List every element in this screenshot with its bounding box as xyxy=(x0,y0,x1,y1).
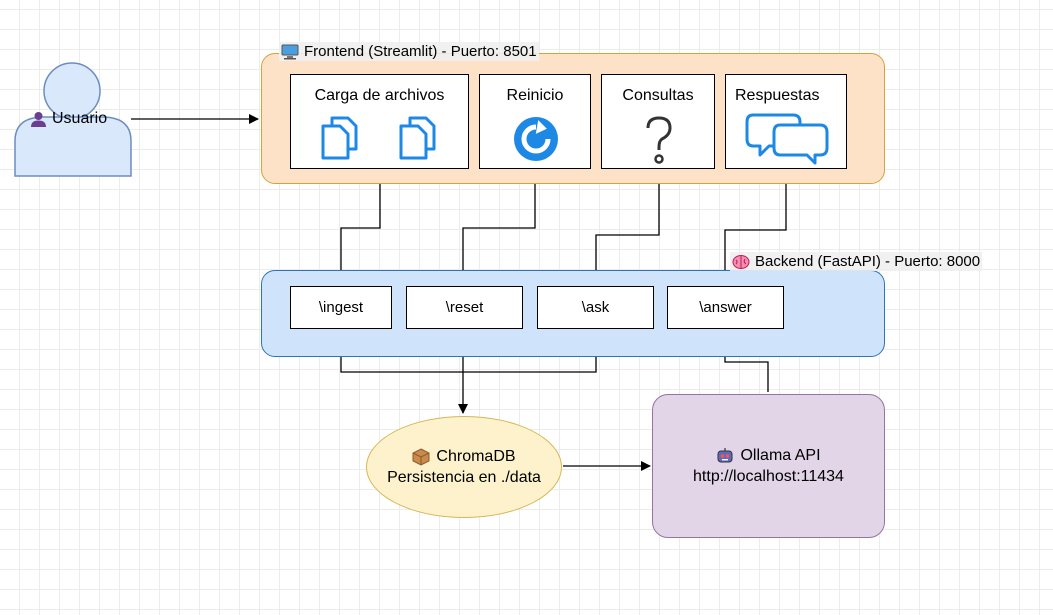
frontend-caption-text: Frontend (Streamlit) - Puerto: 8501 xyxy=(304,43,537,60)
card-reset[interactable]: Reinicio xyxy=(479,74,591,169)
card-reset-label: Reinicio xyxy=(506,87,564,104)
user-label: Usuario xyxy=(52,110,108,127)
card-upload-label: Carga de archivos xyxy=(314,87,445,104)
chromadb-title-row: ChromaDB xyxy=(412,446,516,467)
card-responses-label: Respuestas xyxy=(735,87,820,104)
robot-icon xyxy=(717,447,733,462)
user-actor xyxy=(14,62,132,177)
card-query-label: Consultas xyxy=(622,87,694,104)
frontend-caption: Frontend (Streamlit) - Puerto: 8501 xyxy=(279,42,539,61)
user-icon xyxy=(31,111,46,127)
arrow-query-to-ask xyxy=(591,169,660,285)
chat-bubbles-icon xyxy=(745,113,829,165)
card-responses[interactable]: Respuestas xyxy=(725,74,847,169)
brain-icon xyxy=(732,254,750,269)
backend-caption-text: Backend (FastAPI) - Puerto: 8000 xyxy=(755,253,981,270)
endpoint-ingest[interactable]: \ingest xyxy=(290,286,392,329)
computer-icon xyxy=(281,44,299,59)
chromadb-title: ChromaDB xyxy=(436,448,516,465)
ollama-subtitle: http://localhost:11434 xyxy=(693,468,844,485)
card-upload[interactable]: Carga de archivos xyxy=(290,74,469,169)
documents-icon xyxy=(399,116,436,160)
package-icon xyxy=(412,447,430,466)
backend-caption: Backend (FastAPI) - Puerto: 8000 xyxy=(730,252,983,271)
question-icon xyxy=(646,116,672,164)
user-label-group: Usuario xyxy=(30,110,107,128)
arrow-answer-to-responses xyxy=(724,170,791,286)
ollama-title-row: Ollama API xyxy=(716,445,821,466)
arrow-reset-to-reset xyxy=(458,169,536,285)
chromadb-node: ChromaDB Persistencia en ./data xyxy=(366,416,562,518)
card-query[interactable]: Consultas xyxy=(601,74,715,169)
ollama-title: Ollama API xyxy=(740,447,821,464)
ollama-node: Ollama API http://localhost:11434 xyxy=(652,394,885,538)
refresh-icon xyxy=(514,117,558,161)
chromadb-subtitle: Persistencia en ./data xyxy=(387,469,541,486)
endpoint-ask[interactable]: \ask xyxy=(537,286,654,329)
endpoint-answer[interactable]: \answer xyxy=(667,286,784,329)
endpoint-reset[interactable]: \reset xyxy=(406,286,523,329)
arrow-upload-to-ingest xyxy=(336,169,381,285)
documents-icon xyxy=(321,116,358,160)
